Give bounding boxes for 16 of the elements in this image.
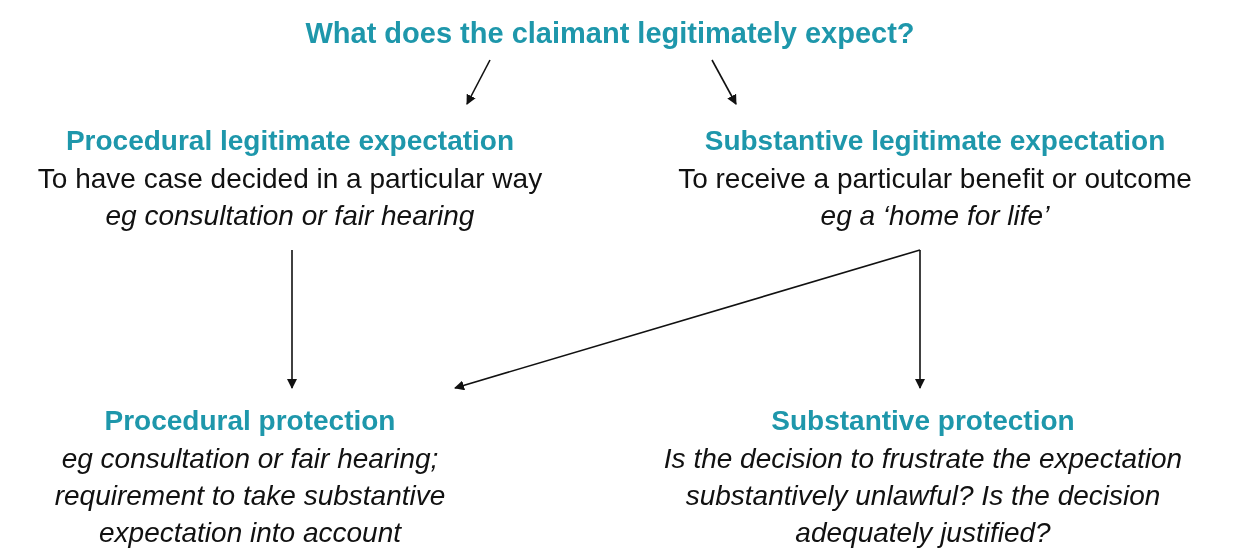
question-heading: What does the claimant legitimately expect? bbox=[305, 16, 915, 51]
heading: Substantive legitimate expectation bbox=[704, 124, 1166, 158]
heading: Procedural legitimate expectation bbox=[65, 124, 515, 158]
description-text: Is the decision to frustrate the expectation substantively unlawful? Is the decision adequately justified? bbox=[663, 442, 1183, 550]
description-text: To receive a particular benefit or outcome bbox=[678, 162, 1192, 196]
heading: Substantive protection bbox=[771, 404, 1075, 438]
arrow bbox=[287, 249, 297, 389]
arrow bbox=[711, 59, 737, 105]
arrow bbox=[454, 249, 921, 391]
example-text: eg a ‘home for life’ bbox=[820, 199, 1050, 233]
example-text: eg consultation or fair hearing bbox=[105, 199, 475, 233]
arrow bbox=[466, 59, 491, 105]
heading: Procedural protection bbox=[104, 404, 396, 438]
arrow bbox=[915, 249, 925, 389]
description-text: To have case decided in a particular way bbox=[37, 162, 543, 196]
description-text: eg consultation or fair hearing; requirement to take substantive expectation into account bbox=[53, 442, 447, 550]
